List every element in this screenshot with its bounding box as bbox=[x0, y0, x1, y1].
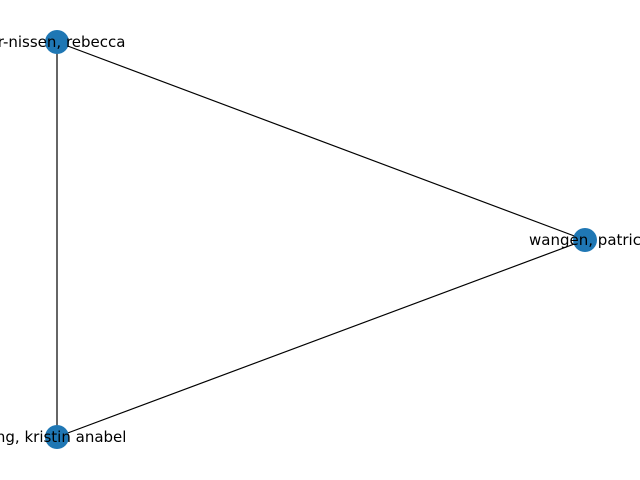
node-label-patrick: wangen, patric bbox=[529, 231, 640, 249]
edge-kristin-patrick bbox=[56, 239, 586, 438]
node-label-rebecca: er-nissen, rebecca bbox=[0, 33, 125, 51]
label-layer: er-nissen, rebecca wangen, patric ling, … bbox=[0, 33, 640, 446]
node-layer bbox=[45, 30, 597, 449]
node-patrick bbox=[573, 228, 597, 252]
edge-rebecca-patrick bbox=[56, 41, 586, 241]
edge-layer bbox=[56, 41, 586, 438]
node-label-kristin: ling, kristin anabel bbox=[0, 428, 126, 446]
node-kristin bbox=[45, 425, 69, 449]
node-rebecca bbox=[45, 30, 69, 54]
